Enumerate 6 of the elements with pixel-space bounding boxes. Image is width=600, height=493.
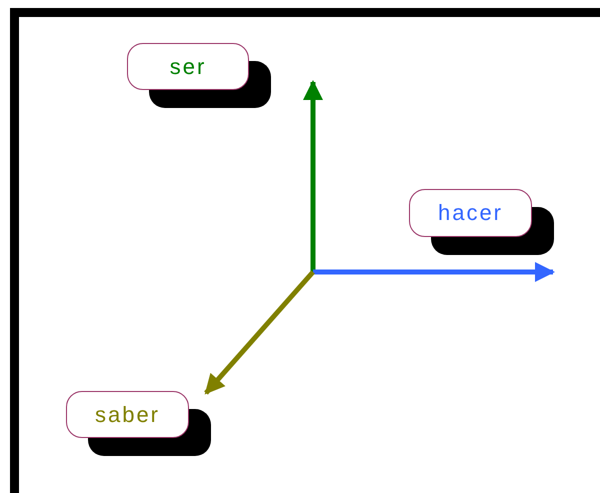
label-box: ser [127,43,249,90]
arrow [313,262,555,282]
arrow [204,270,315,395]
label-box: saber [66,391,189,438]
label-box: hacer [409,189,532,237]
arrow [303,80,323,272]
